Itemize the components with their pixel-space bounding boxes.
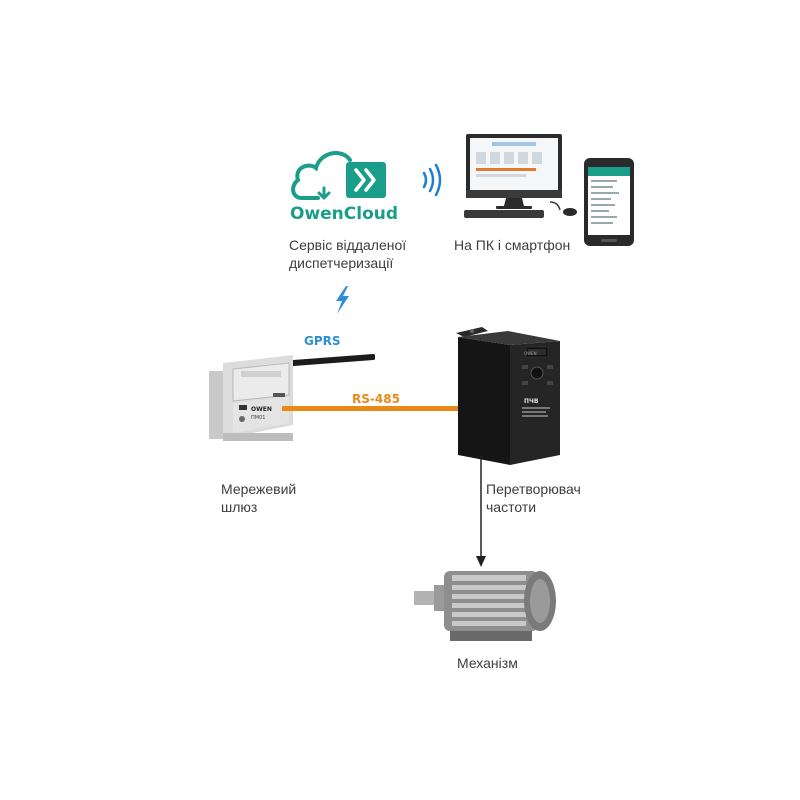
cloud-caption: Сервіс віддаленої диспетчеризації: [289, 236, 406, 272]
motor-mechanism: [414, 571, 556, 641]
monitor-icon: [464, 134, 577, 218]
clients-caption: На ПК і смартфон: [454, 237, 571, 253]
drive-caption-line2: частоти: [486, 499, 537, 515]
gateway-model: ПМ01: [251, 415, 265, 421]
cloud-logo-icon: [291, 151, 386, 200]
gateway-caption-line1: Мережевий: [221, 481, 297, 497]
smartphone-icon: [584, 158, 634, 246]
cloud-caption-line1: Сервіс віддаленої: [289, 237, 407, 253]
frequency-drive: ПЧВ OWEN: [456, 327, 560, 465]
drive-brand: OWEN: [524, 351, 537, 356]
drive-model: ПЧВ: [524, 398, 539, 405]
owencloud-logo: OwenCloud: [288, 140, 400, 225]
drive-caption-line1: Перетворювач: [486, 481, 581, 497]
arrow-down-icon: [476, 456, 486, 567]
cloud-caption-line2: диспетчеризації: [289, 255, 394, 271]
gateway-device: OWEN ПМ01: [209, 354, 375, 441]
gateway-brand: OWEN: [251, 406, 272, 413]
wifi-waves-icon: [422, 163, 442, 197]
gprs-label: GPRS: [304, 334, 341, 348]
brand-title: OwenCloud: [290, 204, 399, 224]
lightning-icon: [336, 286, 349, 314]
gateway-caption-line2: шлюз: [221, 499, 258, 515]
gateway-caption: Мережевий шлюз: [221, 480, 296, 516]
drive-caption: Перетворювач частоти: [486, 480, 581, 516]
rs485-cable: [282, 406, 466, 411]
motor-caption: Механізм: [457, 655, 518, 671]
rs485-label: RS-485: [352, 392, 400, 406]
